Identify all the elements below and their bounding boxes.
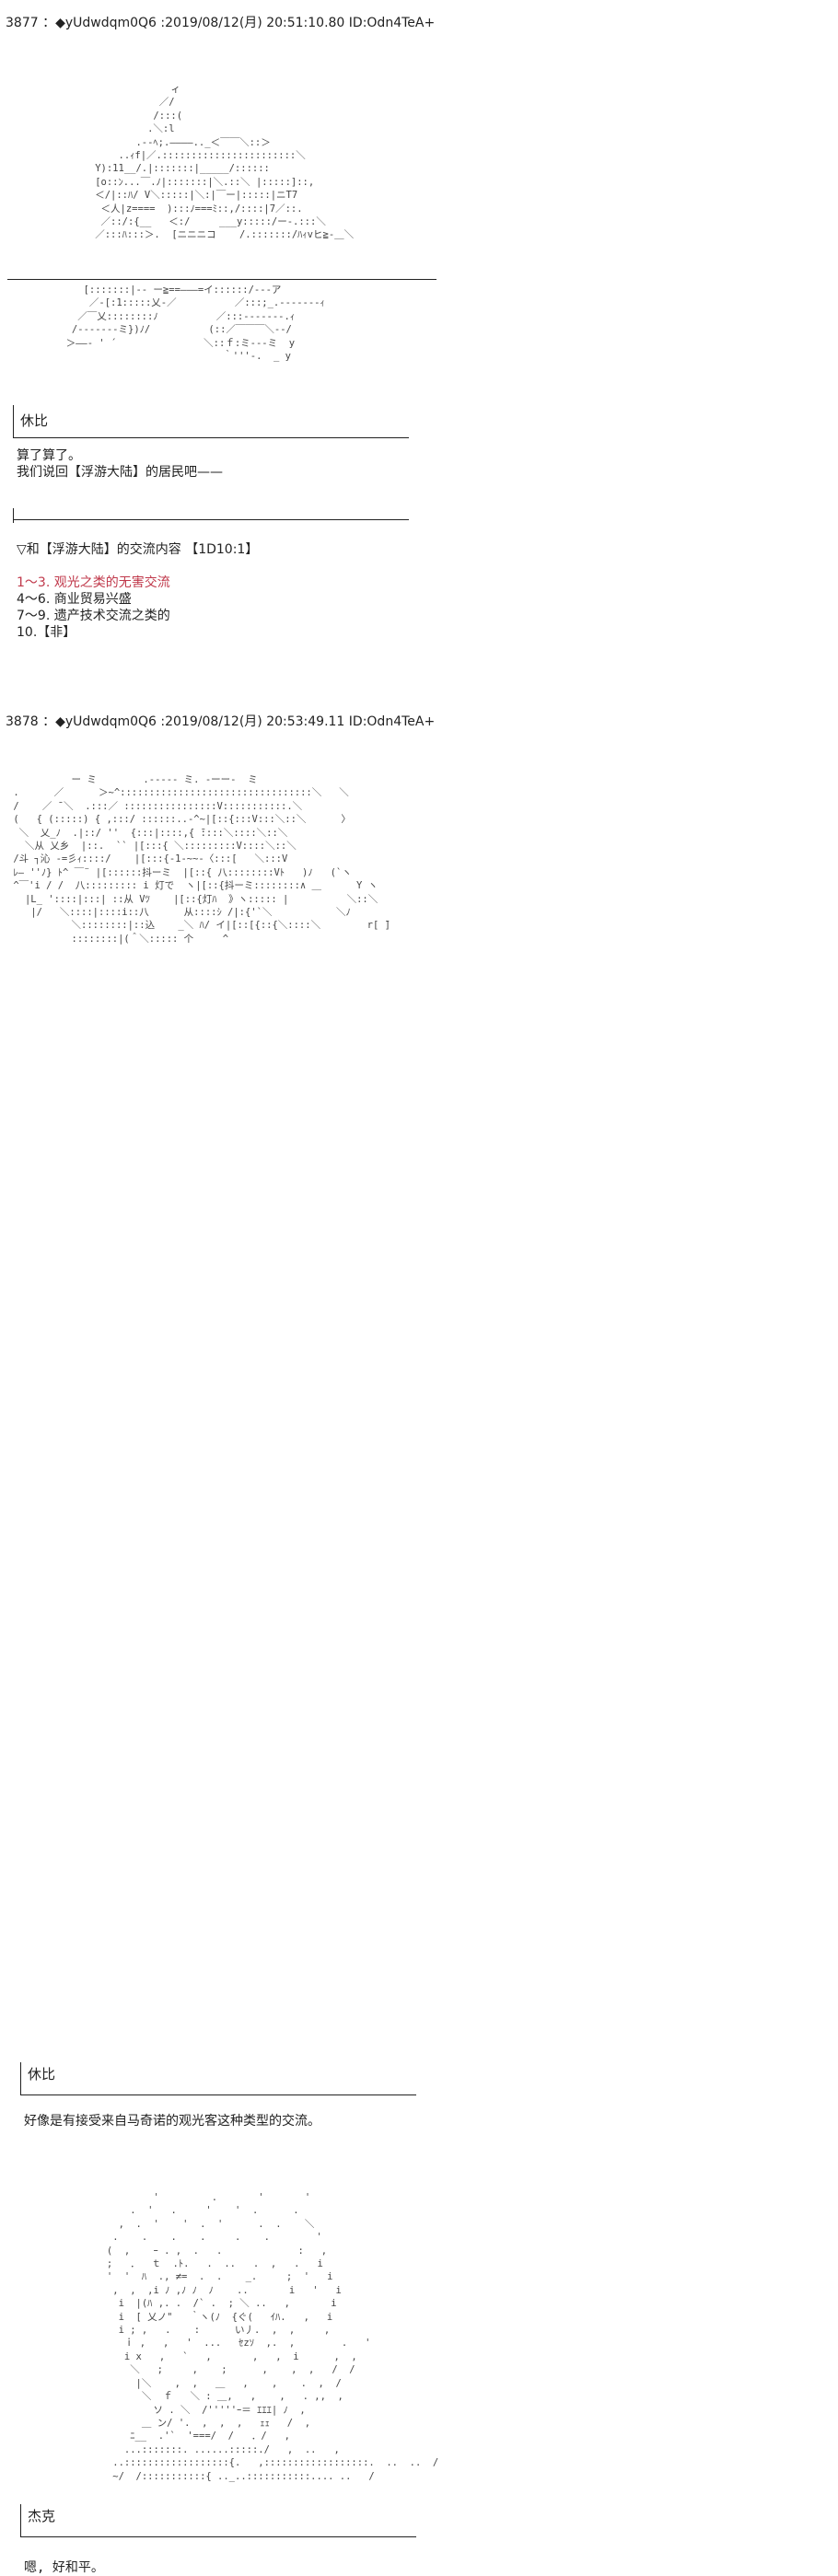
speaker-underline [20,2536,416,2537]
speaker-block-3: 杰克 [20,2504,416,2537]
post-header-3877: 3877 ：◆yUdwdqm0Q6 :2019/08/12(月) 20:51:1… [6,16,436,30]
ship-horizon-line [7,279,436,280]
ascii-art-ship-lower: [:::::::|-- ー≧==―――=イ::::::/---ア ／-[:1::… [65,284,325,363]
dice-option-3: 7～9. 遗产技术交流之类的 [17,609,170,623]
speaker-name: 休比 [20,412,49,429]
speaker-tick [20,2504,21,2537]
post-header-3878: 3878 ：◆yUdwdqm0Q6 :2019/08/12(月) 20:53:4… [6,714,436,729]
dialogue-line: 我们说回【浮游大陆】的居民吧—— [17,465,223,480]
speaker-block-2: 休比 [20,2062,416,2095]
speaker-underline [20,2094,416,2095]
speaker-tick [13,508,14,523]
speaker-block-1: 休比 [13,405,409,438]
dice-roll-title: ▽和【浮游大陆】的交流内容 【1D10:1】 [17,542,259,557]
dice-option-1: 1～3. 观光之类的无害交流 [17,575,170,590]
speaker-underline [13,437,409,438]
dialogue-line: 好像是有接受来自马奇诺的观光客这种类型的交流。 [24,2114,320,2129]
dialogue-line: 嗯, 好和平。 [24,2560,104,2575]
dice-option-2: 4～6. 商业贸易兴盛 [17,592,132,607]
speaker-name: 休比 [28,2066,56,2083]
speaker-tick [13,405,14,438]
ascii-art-character: ' . ' ' . ' . ' ' . . , . ' ' . ' . . ＼ … [106,2192,439,2482]
dice-option-4: 10.【非】 [17,625,76,640]
speaker-name: 杰克 [28,2508,56,2524]
separator-line [13,519,409,520]
ascii-art-crowd: ー ミ .----- ミ. -ーー- ミ . ／ ＞~^::::::::::::… [13,774,439,2575]
ascii-art-ship: ィ ／/ /:::( .＼:l .--ﾍ;.――――.._＜￣￣＼::＞ ..ｨ… [95,84,355,241]
separator-block [13,508,409,523]
speaker-tick [20,2062,21,2095]
dialogue-line: 算了算了。 [17,448,81,463]
